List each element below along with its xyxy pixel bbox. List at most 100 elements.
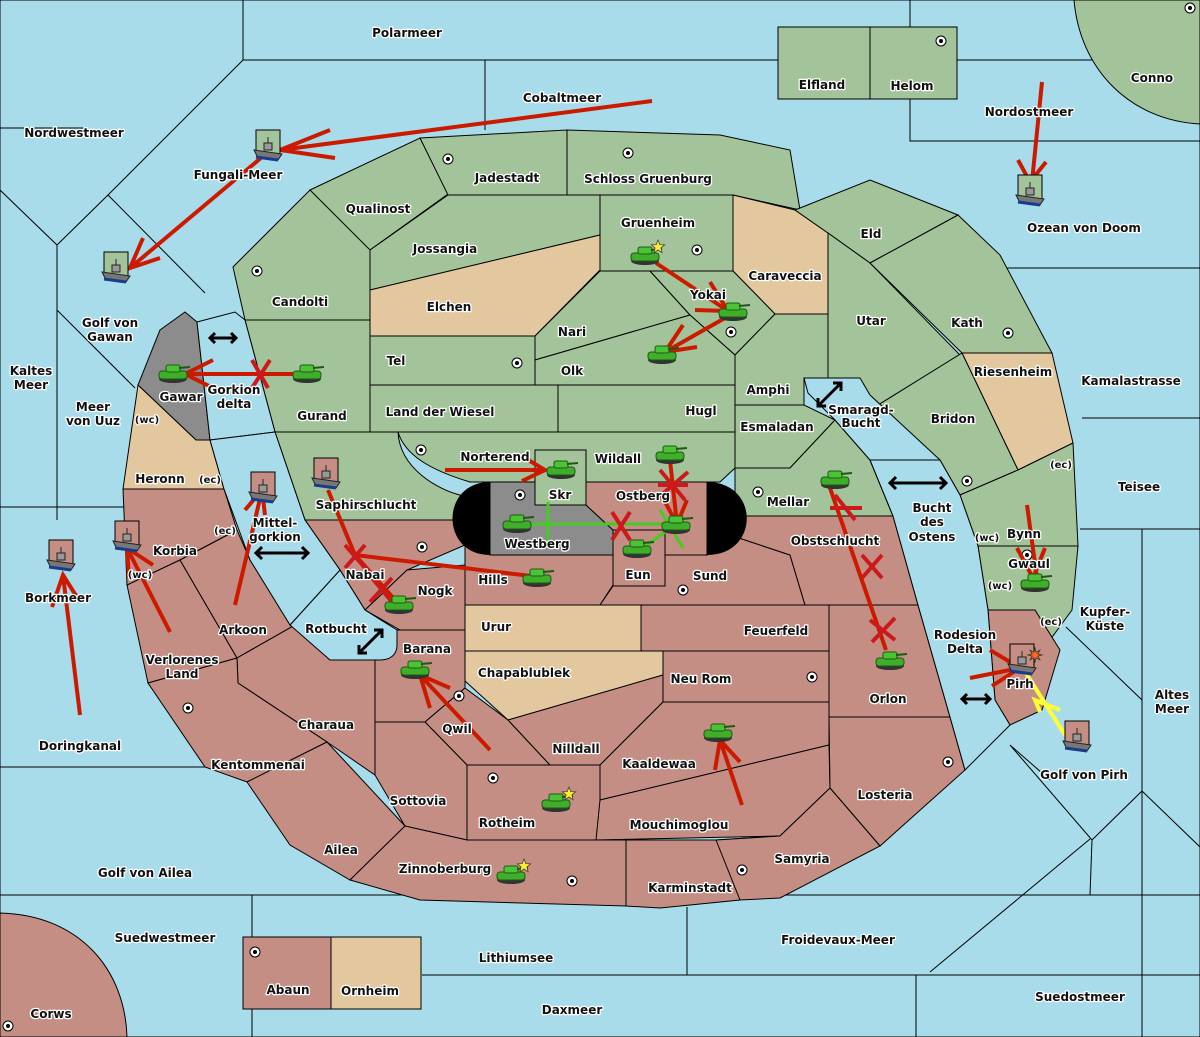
army-unit[interactable] bbox=[1020, 573, 1053, 592]
territory-ornheim[interactable] bbox=[330, 936, 422, 1010]
ship-icon bbox=[1015, 182, 1045, 207]
label-daxmeer: Daxmeer bbox=[542, 1003, 603, 1017]
army-unit[interactable] bbox=[647, 345, 680, 364]
label-utar: Utar bbox=[856, 314, 886, 328]
army-unit[interactable] bbox=[661, 515, 694, 534]
army-unit[interactable] bbox=[630, 238, 666, 265]
label-helom: Helom bbox=[890, 79, 933, 93]
fleet-unit[interactable] bbox=[311, 457, 341, 490]
tank-icon bbox=[496, 865, 529, 884]
label-eun: Eun bbox=[625, 568, 650, 582]
star-icon bbox=[650, 238, 666, 254]
army-unit[interactable] bbox=[546, 460, 579, 479]
label-neu-rom: Neu Rom bbox=[671, 672, 732, 686]
failed-order-marker bbox=[830, 493, 862, 522]
label-smaragd-bucht: Smaragd- bbox=[828, 403, 893, 417]
army-unit[interactable] bbox=[655, 445, 688, 464]
army-unit[interactable] bbox=[502, 514, 535, 533]
fleet-unit[interactable] bbox=[112, 520, 142, 553]
label-elfland: Elfland bbox=[799, 78, 845, 92]
sea-mittelgorkion[interactable] bbox=[209, 431, 341, 626]
failed-order-marker bbox=[860, 553, 884, 580]
territory-gruenheim[interactable] bbox=[599, 194, 734, 272]
supply-center-icon bbox=[752, 486, 764, 498]
label-meer-von-uuz-2: von Uuz bbox=[66, 414, 120, 428]
territory-corws[interactable] bbox=[0, 912, 128, 1037]
supply-center-icon bbox=[736, 864, 748, 876]
label-charaua: Charaua bbox=[298, 718, 354, 732]
label-mouchimoglou: Mouchimoglou bbox=[630, 818, 729, 832]
label-golf-von-pirh: Golf von Pirh bbox=[1040, 768, 1128, 782]
army-unit[interactable] bbox=[820, 470, 853, 489]
territory-kath[interactable] bbox=[869, 214, 1053, 354]
fleet-unit[interactable] bbox=[1062, 720, 1092, 753]
double-arrow-icon bbox=[816, 381, 843, 408]
fleet-unit[interactable] bbox=[46, 539, 76, 572]
army-unit[interactable] bbox=[158, 364, 191, 383]
label-rotheim: Rotheim bbox=[479, 816, 536, 830]
territory-samyria[interactable] bbox=[715, 787, 881, 901]
territory-losteria[interactable] bbox=[828, 716, 966, 847]
failed-order-marker bbox=[343, 543, 367, 570]
supply-center-icon bbox=[1184, 2, 1196, 14]
tank-icon bbox=[630, 246, 663, 265]
order-move-arrow bbox=[445, 456, 550, 483]
label-nordostmeer: Nordostmeer bbox=[985, 105, 1074, 119]
ship-icon bbox=[248, 479, 278, 504]
army-unit[interactable] bbox=[703, 723, 736, 742]
army-unit[interactable] bbox=[496, 857, 532, 884]
supply-center-icon bbox=[2, 1020, 14, 1032]
label-coast-ec: (ec) bbox=[1040, 617, 1062, 628]
army-unit[interactable] bbox=[875, 651, 908, 670]
label-hills: Hills bbox=[478, 573, 508, 587]
tank-icon bbox=[400, 660, 433, 679]
fleet-unit[interactable] bbox=[1015, 174, 1045, 207]
order-move-arrow bbox=[50, 570, 82, 716]
fleet-unit[interactable] bbox=[248, 471, 278, 504]
label-arkoon: Arkoon bbox=[219, 623, 267, 637]
sea-rotbucht[interactable] bbox=[289, 569, 398, 661]
label-nogk: Nogk bbox=[418, 584, 454, 598]
label-saphirschlucht: Saphirschlucht bbox=[316, 498, 417, 512]
label-karminstadt: Karminstadt bbox=[648, 881, 732, 895]
tank-icon bbox=[820, 470, 853, 489]
label-bucht-des-ostens: Bucht bbox=[912, 501, 951, 515]
label-corws: Corws bbox=[30, 1007, 71, 1021]
supply-center-icon bbox=[961, 475, 973, 487]
territory-conno[interactable] bbox=[1073, 0, 1200, 125]
fleet-unit[interactable] bbox=[1007, 643, 1044, 676]
label-feuerfeld: Feuerfeld bbox=[744, 624, 809, 638]
tank-icon bbox=[875, 651, 908, 670]
army-unit[interactable] bbox=[522, 568, 555, 587]
label-gawar: Gawar bbox=[159, 390, 202, 404]
supply-center-icon bbox=[487, 772, 499, 784]
supply-center-icon bbox=[691, 244, 703, 256]
label-golf-von-gawan-2: Gawan bbox=[87, 330, 133, 344]
label-polarmeer: Polarmeer bbox=[372, 26, 442, 40]
label-golf-von-ailea: Golf von Ailea bbox=[98, 866, 192, 880]
failed-order-marker bbox=[368, 576, 394, 604]
army-unit[interactable] bbox=[384, 595, 417, 614]
label-qwil: Qwil bbox=[442, 722, 472, 736]
star-icon bbox=[516, 857, 532, 873]
label-olk: Olk bbox=[561, 364, 584, 378]
failed-order-marker bbox=[656, 468, 690, 502]
label-esmaladan: Esmaladan bbox=[740, 420, 813, 434]
label-altes-meer-2: Meer bbox=[1155, 702, 1189, 716]
supply-center-icon bbox=[806, 671, 818, 683]
label-verlorenes-land-2: Land bbox=[166, 667, 199, 681]
label-kaltes-meer: Kaltes bbox=[10, 364, 53, 378]
double-arrow-icon bbox=[207, 331, 239, 345]
adjacency-arrows bbox=[207, 331, 993, 706]
label-elchen: Elchen bbox=[427, 300, 472, 314]
fleet-unit[interactable] bbox=[253, 129, 283, 162]
army-unit[interactable] bbox=[541, 785, 577, 812]
label-jadestadt: Jadestadt bbox=[474, 171, 540, 185]
army-unit[interactable] bbox=[622, 539, 655, 558]
army-unit[interactable] bbox=[292, 364, 325, 383]
label-bridon: Bridon bbox=[931, 412, 976, 426]
army-unit[interactable] bbox=[718, 302, 751, 321]
fleet-unit[interactable] bbox=[101, 251, 131, 284]
sea-bucht-des-ostens[interactable] bbox=[869, 459, 1011, 771]
army-unit[interactable] bbox=[400, 660, 433, 679]
